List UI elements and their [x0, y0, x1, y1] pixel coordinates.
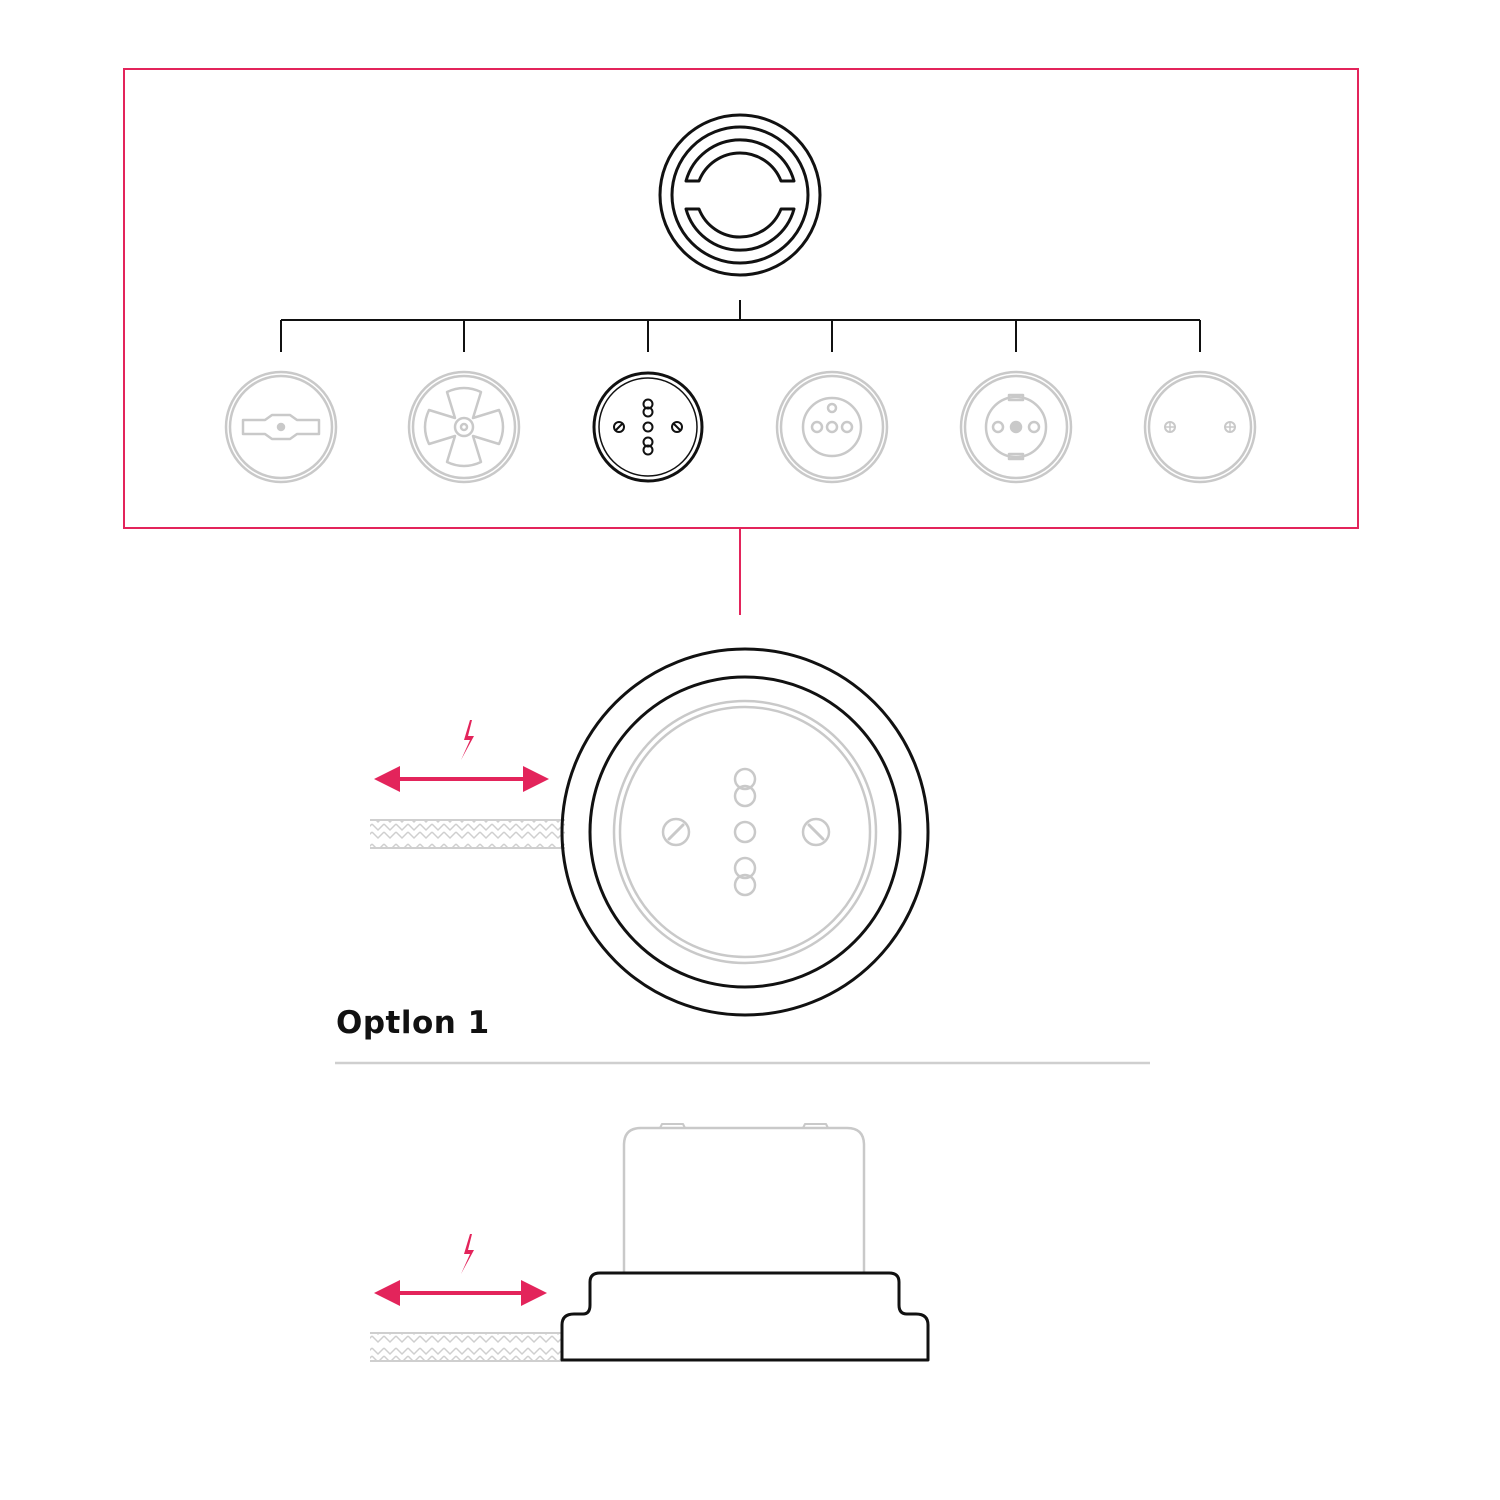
socket-side-profile-icon [560, 1123, 930, 1362]
cross-knob-switch-icon[interactable] [407, 370, 521, 484]
double-arrow-icon [374, 1280, 547, 1306]
italian-socket-icon[interactable] [592, 371, 704, 483]
schuko-socket-icon[interactable] [959, 370, 1073, 484]
fabric-cable-top [370, 819, 565, 849]
lightning-bolt-icon [461, 1234, 474, 1274]
base-ring-icon [658, 113, 822, 277]
selection-frame [123, 68, 1359, 529]
italian-socket-large-icon [560, 647, 930, 1017]
option-label: Optlon 1 [336, 1005, 490, 1041]
rotary-switch-icon[interactable] [224, 370, 338, 484]
fabric-cable-side [370, 1332, 562, 1362]
blank-cover-icon[interactable] [1143, 370, 1257, 484]
french-socket-icon[interactable] [775, 370, 889, 484]
double-arrow-icon [374, 766, 549, 792]
variant-tree [280, 300, 1201, 352]
lightning-bolt-icon [461, 720, 474, 760]
